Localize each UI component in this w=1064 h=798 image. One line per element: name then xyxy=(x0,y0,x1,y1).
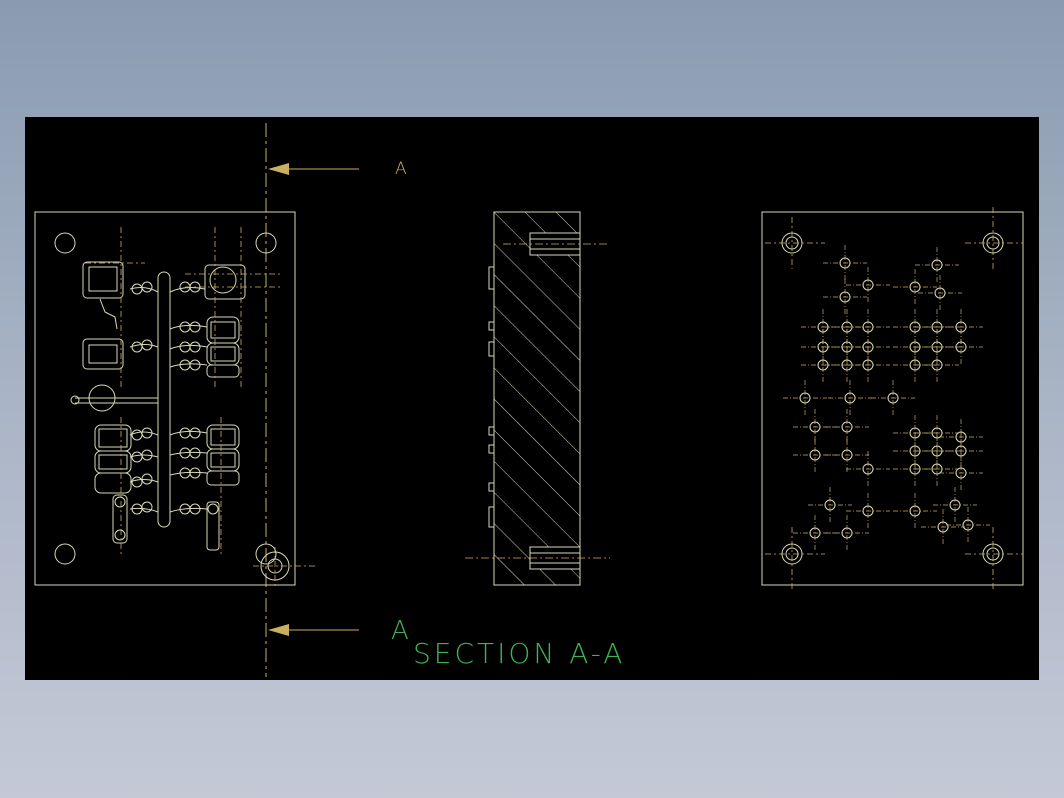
section-title: SECTION A-A xyxy=(413,637,625,670)
ejector-pin-centerlines xyxy=(783,245,990,551)
section-view xyxy=(488,211,581,586)
mold-drawing: A A SECTION A-A xyxy=(34,123,1024,677)
ejector-plate-view xyxy=(761,211,1024,586)
section-marker-top: A xyxy=(395,159,407,179)
section-arrow-bottom xyxy=(268,624,359,636)
section-arrow-top xyxy=(268,163,359,175)
cavity-plate-centerlines xyxy=(85,227,315,587)
cad-viewport[interactable]: A A SECTION A-A xyxy=(25,117,1039,680)
ejector-plate-bore-centerlines xyxy=(765,207,1023,589)
section-view-centerlines xyxy=(465,243,610,559)
section-marker-bottom: A xyxy=(391,616,409,646)
cavity-plate-view xyxy=(34,211,296,586)
